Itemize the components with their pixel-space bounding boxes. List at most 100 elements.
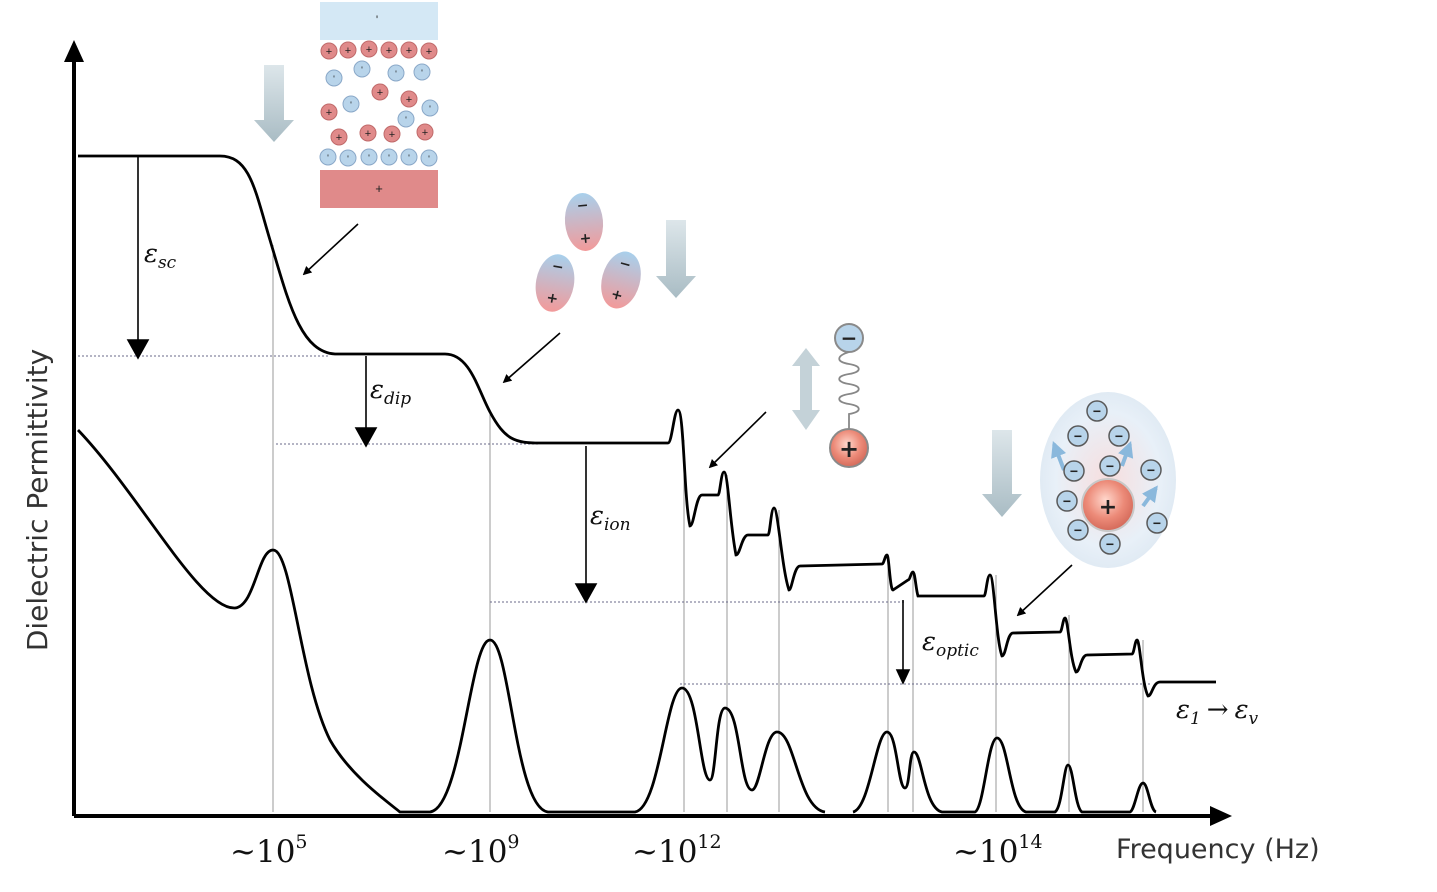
epsilon-dip-label: εdip — [370, 375, 411, 409]
fade-arrow-1 — [254, 65, 294, 142]
ion-sign: + — [422, 127, 428, 139]
x-axis-label: Frequency (Hz) — [1116, 834, 1320, 865]
electron — [1099, 533, 1121, 555]
electron — [1146, 512, 1168, 534]
electron-sign: − — [1153, 515, 1161, 531]
negative-ion — [387, 64, 405, 82]
real-permittivity-curve — [78, 154, 1216, 698]
electron-sign: − — [1070, 463, 1078, 479]
ion-sign: ' — [333, 74, 335, 84]
electron-sign: − — [1106, 458, 1114, 474]
electron — [1067, 519, 1089, 541]
electron — [1063, 460, 1085, 482]
svg-text:−: − — [551, 258, 565, 276]
svg-text:+: + — [545, 290, 559, 308]
pointer-arrows — [302, 223, 1073, 617]
epsilon-optic-label: εoptic — [922, 627, 979, 661]
positive-ion — [420, 42, 438, 60]
negative-ion — [420, 149, 438, 167]
negative-ion — [353, 60, 371, 78]
ion-sign: + — [377, 87, 383, 99]
ion-sign: ' — [429, 104, 431, 114]
negative-ion — [413, 63, 431, 81]
tick-label-1e9: ~109 — [442, 831, 520, 870]
electron-sign: − — [1106, 536, 1114, 552]
ion-sign: ' — [395, 69, 397, 79]
ion-sign: + — [336, 132, 342, 144]
negative-ion — [339, 149, 357, 167]
dipole-illustration: − + − + − + — [535, 193, 641, 312]
ion-sign: + — [366, 44, 372, 56]
ion-sign: + — [365, 128, 371, 140]
positive-ion — [360, 40, 378, 58]
electron-sign: − — [1147, 462, 1155, 478]
svg-text:−: − — [617, 255, 632, 273]
ion-sign: + — [345, 45, 351, 57]
negative-ion — [319, 148, 337, 166]
electron — [1140, 459, 1162, 481]
electron-sign: − — [1093, 403, 1101, 419]
negative-ion — [380, 148, 398, 166]
ion-sign: ' — [388, 153, 390, 163]
positive-ion — [371, 83, 389, 101]
contribution-arrows — [126, 157, 911, 685]
positive-ion — [400, 41, 418, 59]
electron — [1067, 425, 1089, 447]
ion-sign: + — [326, 46, 332, 58]
negative-ion — [400, 148, 418, 166]
svg-text:+: + — [839, 435, 859, 463]
ion-sign: ' — [327, 153, 329, 163]
ion-sign: ' — [428, 154, 430, 164]
positive-ion — [330, 128, 348, 146]
ion-sign: ' — [405, 115, 407, 125]
ion-sign: + — [406, 45, 412, 57]
tick-label-1e5: ~105 — [230, 831, 308, 870]
positive-ion — [380, 41, 398, 59]
fade-arrows — [254, 65, 1022, 517]
dielectric-loss-curve — [76, 429, 1157, 814]
positive-ion — [416, 123, 434, 141]
electron — [1108, 425, 1130, 447]
ion-sign: + — [389, 129, 395, 141]
double-arrow — [792, 348, 820, 430]
fade-arrow-2 — [656, 220, 696, 298]
positive-ion — [400, 90, 418, 108]
space-charge-illustration: ' + ++++++''''++''+'++++'''''' — [319, 2, 439, 208]
ion-sign: + — [386, 45, 392, 57]
svg-text:+: + — [579, 230, 592, 247]
electrode-bottom-sign: + — [375, 181, 383, 196]
positive-ion — [359, 124, 377, 142]
positive-ion — [320, 103, 338, 121]
negative-ion — [360, 148, 378, 166]
positive-ion — [339, 41, 357, 59]
svg-text:+: + — [1099, 495, 1117, 520]
negative-ion — [325, 69, 343, 87]
electron-sign: − — [1074, 522, 1082, 538]
fade-arrow-3 — [982, 430, 1022, 517]
electron-sign: − — [1063, 493, 1071, 509]
tick-label-1e12: ~1012 — [632, 831, 722, 870]
ion-sign: ' — [361, 65, 363, 75]
svg-text:−: − — [841, 326, 858, 350]
ion-sign: ' — [421, 68, 423, 78]
negative-ion — [342, 95, 360, 113]
negative-ion — [397, 110, 415, 128]
epsilon-sc-label: εsc — [144, 239, 177, 273]
ion-sign: + — [426, 46, 432, 58]
guide-lines — [272, 245, 1144, 812]
epsilon-ion-label: εion — [590, 501, 631, 535]
svg-text:+: + — [609, 286, 624, 304]
electron — [1086, 400, 1108, 422]
ion-sign: + — [326, 107, 332, 119]
electron-sign: − — [1115, 428, 1123, 444]
axes — [64, 40, 1232, 826]
ionic-illustration: − + — [829, 323, 869, 468]
tick-label-1e14: ~1014 — [953, 831, 1043, 870]
epsilon-limit-label: ε1→εv — [1176, 695, 1259, 729]
electrode-top-sign: ' — [376, 13, 378, 27]
electron — [1056, 490, 1078, 512]
svg-text:−: − — [576, 198, 589, 215]
ion-sign: ' — [347, 154, 349, 164]
y-axis-label: Dielectric Permittivity — [21, 349, 54, 651]
